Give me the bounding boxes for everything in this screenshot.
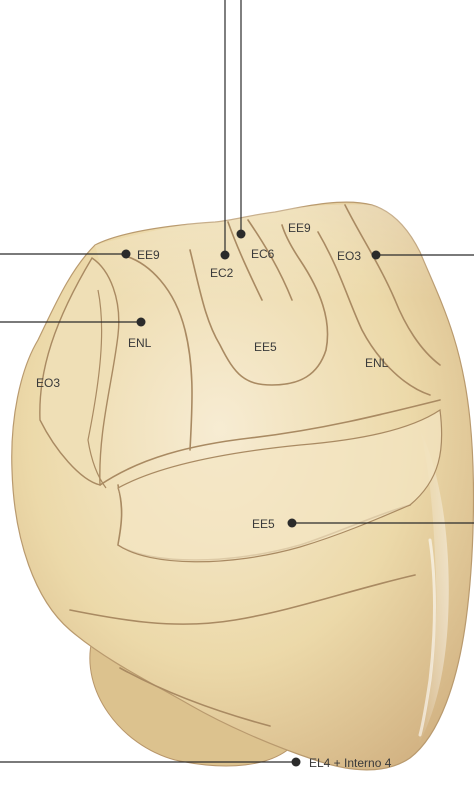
label-ec6: EC6 (251, 247, 274, 261)
dot-ec6 (237, 230, 246, 239)
label-enl-left: ENL (128, 336, 151, 350)
dot-ec2 (221, 251, 230, 260)
label-ee5-top: EE5 (254, 340, 277, 354)
label-ee9-top: EE9 (288, 221, 311, 235)
label-ee9-left: EE9 (137, 248, 160, 262)
label-eo3-left: EO3 (36, 376, 60, 390)
label-enl-right: ENL (365, 356, 388, 370)
dot-el4 (292, 758, 301, 767)
label-ec2: EC2 (210, 266, 233, 280)
dot-ee5-center (288, 519, 297, 528)
label-eo3-right: EO3 (337, 249, 361, 263)
label-ee5-center: EE5 (252, 517, 275, 531)
dot-eo3-right (372, 251, 381, 260)
dot-ee9-left (122, 250, 131, 259)
label-el4-interno4: EL4 + Interno 4 (309, 756, 391, 770)
dot-enl-left (137, 318, 146, 327)
